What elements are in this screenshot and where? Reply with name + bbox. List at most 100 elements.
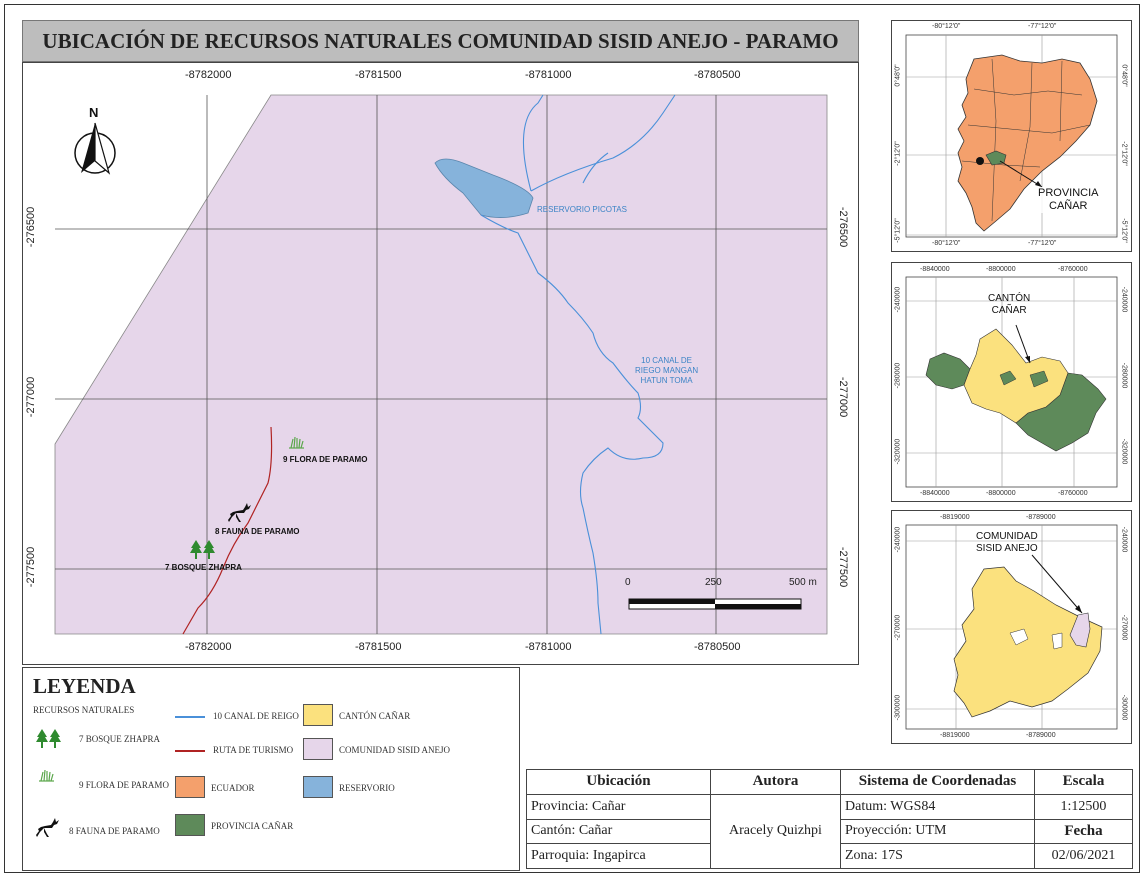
legend-label: ECUADOR xyxy=(211,783,255,793)
community-area xyxy=(1069,612,1091,648)
canal-label: 10 CANAL DE RIEGO MANGAN HATUN TOMA xyxy=(635,356,698,386)
legend-label: 9 FLORA DE PARAMO xyxy=(79,780,169,790)
grid-label-right: -276500 xyxy=(837,206,849,248)
tick-label: 0°48'0" xyxy=(1120,64,1128,87)
canal-lines xyxy=(480,94,676,635)
grid-label-top: -8781500 xyxy=(355,69,402,81)
ecuador-area xyxy=(957,54,1098,232)
canton-cell: Cantón: Cañar xyxy=(526,818,711,845)
tick-label: -320000 xyxy=(1120,438,1128,465)
tick-label: -8819000 xyxy=(940,732,970,739)
grid-label-left: -277000 xyxy=(25,376,37,418)
inset-label: PROVINCIA CAÑAR xyxy=(1038,187,1099,213)
sistema-header: Sistema de Coordenadas xyxy=(840,769,1035,795)
info-table: Ubicación Autora Sistema de Coordenadas … xyxy=(526,769,1133,870)
tree-icon[interactable] xyxy=(189,539,217,561)
grid-label-top: -8781000 xyxy=(525,69,572,81)
canton-area xyxy=(963,328,1069,424)
canal-label-line: HATUN TOMA xyxy=(640,376,693,385)
inset-provincia[interactable]: -8840000 -8800000 -8760000 -8840000 -880… xyxy=(891,262,1132,502)
ubicacion-header: Ubicación xyxy=(526,769,711,795)
tick-label: -270000 xyxy=(1120,614,1128,641)
legend-label: 10 CANAL DE REIGO xyxy=(213,711,299,721)
tick-label: -240000 xyxy=(1120,526,1128,553)
tick-label: -280000 xyxy=(894,362,902,389)
tick-label: -8800000 xyxy=(986,490,1016,497)
tick-label: -300000 xyxy=(1120,694,1128,721)
grass-icon xyxy=(39,769,54,782)
inset-label-line: SISID ANEJO xyxy=(976,543,1038,554)
tick-label: -8800000 xyxy=(986,266,1016,273)
tick-label: -240000 xyxy=(894,286,902,313)
autora-header: Autora xyxy=(710,769,841,795)
provincia-area xyxy=(1029,370,1049,388)
tick-label: -8760000 xyxy=(1058,266,1088,273)
grid-label-left: -276500 xyxy=(25,206,37,248)
tick-label: -8840000 xyxy=(920,266,950,273)
legend-label: RUTA DE TURISMO xyxy=(213,745,294,755)
scale-label: 0 xyxy=(625,577,631,588)
fecha-header: Fecha xyxy=(1034,818,1133,845)
inset-ecuador[interactable]: -80°12'0" -77°12'0" -80°12'0" -77°12'0" … xyxy=(891,20,1132,252)
zona-cell: Zona: 17S xyxy=(840,843,1035,869)
tick-label: -2°12'0" xyxy=(1120,141,1128,166)
inset-ecuador-svg xyxy=(905,34,1118,238)
proyeccion-cell: Proyección: UTM xyxy=(840,818,1035,845)
legend-label: 8 FAUNA DE PARAMO xyxy=(69,826,160,836)
legend-group-label: RECURSOS NATURALES xyxy=(33,705,135,715)
legend-swatch-ecuador xyxy=(175,776,205,798)
legend-label: PROVINCIA CAÑAR xyxy=(211,821,294,831)
inset-label: COMUNIDAD SISID ANEJO xyxy=(976,531,1038,555)
scale-label: 500 m xyxy=(789,577,817,588)
tick-label: -240000 xyxy=(894,526,902,553)
legend-title: LEYENDA xyxy=(33,674,136,698)
tick-label: -80°12'0" xyxy=(932,240,961,247)
escala-cell: 1:12500 xyxy=(1034,793,1133,820)
legend-swatch-provincia xyxy=(175,814,205,836)
grid-label-top: -8780500 xyxy=(694,69,741,81)
deer-icon[interactable] xyxy=(227,501,253,523)
inset-canton-svg xyxy=(905,524,1118,730)
north-label: N xyxy=(89,105,99,120)
inset-canton[interactable]: -8819000 -8789000 -8819000 -8789000 -240… xyxy=(891,510,1132,744)
inset-label-line: CAÑAR xyxy=(991,305,1027,316)
point-label: 7 BOSQUE ZHAPRA xyxy=(165,563,242,572)
tick-label: -5°12'0" xyxy=(1120,218,1128,243)
inset-label-line: CANTÓN xyxy=(988,293,1031,304)
tick-label: -8819000 xyxy=(940,514,970,521)
legend-label: RESERVORIO xyxy=(339,783,395,793)
grass-icon[interactable] xyxy=(289,435,305,449)
tick-label: -320000 xyxy=(894,438,902,465)
tick-label: -77°12'0" xyxy=(1028,240,1057,247)
inset-label-line: PROVINCIA xyxy=(1038,187,1099,199)
inset-label-line: COMUNIDAD xyxy=(976,531,1038,542)
tick-label: -8840000 xyxy=(920,490,950,497)
tick-label: -270000 xyxy=(894,614,902,641)
tick-label: -2°12'0" xyxy=(894,141,902,166)
community-area xyxy=(54,94,828,635)
page-frame xyxy=(4,4,1140,873)
legend: LEYENDA RECURSOS NATURALES 7 BOSQUE ZHAP… xyxy=(22,667,520,871)
grid-label-right: -277000 xyxy=(837,376,849,418)
canton-area xyxy=(953,566,1103,718)
grid-label-right: -277500 xyxy=(837,546,849,588)
point-label: 8 FAUNA DE PARAMO xyxy=(215,527,300,536)
legend-label: COMUNIDAD SISID ANEJO xyxy=(339,745,451,755)
escala-header: Escala xyxy=(1034,769,1133,795)
map-title: UBICACIÓN DE RECURSOS NATURALES COMUNIDA… xyxy=(22,20,859,62)
tick-label: 0°48'0" xyxy=(894,64,902,87)
legend-label: 7 BOSQUE ZHAPRA xyxy=(79,734,161,744)
reservoir-area xyxy=(434,158,534,218)
tourism-route xyxy=(182,426,273,635)
legend-canal-line xyxy=(175,716,205,718)
grid-label-bottom: -8780500 xyxy=(694,641,741,653)
main-map[interactable]: -8782000 -8781500 -8781000 -8780500 -878… xyxy=(22,62,859,665)
reservoir-label: RESERVORIO PICOTAS xyxy=(537,205,627,214)
tick-label: -80°12'0" xyxy=(932,23,961,30)
tick-label: -280000 xyxy=(1120,362,1128,389)
grid-lines xyxy=(55,95,827,634)
grid-label-left: -277500 xyxy=(25,546,37,588)
tick-label: -300000 xyxy=(894,694,902,721)
point-label: 9 FLORA DE PARAMO xyxy=(283,455,368,464)
grid-label-bottom: -8782000 xyxy=(185,641,232,653)
